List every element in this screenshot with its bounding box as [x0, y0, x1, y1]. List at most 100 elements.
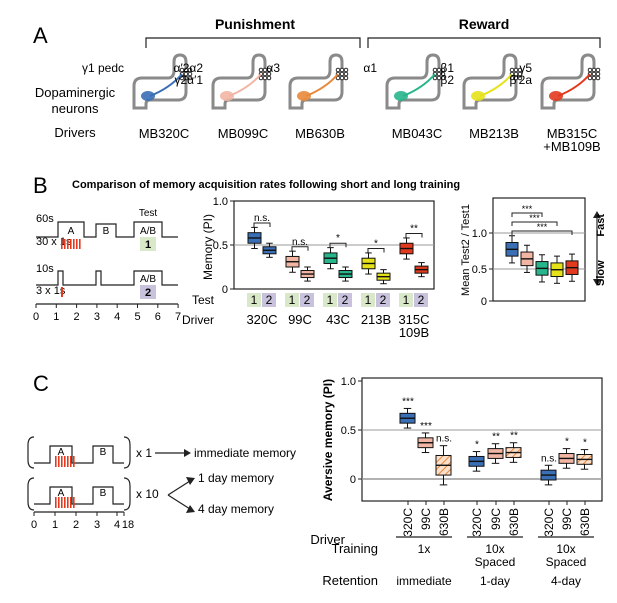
test2-badge — [140, 285, 156, 299]
neuron-panels: γ1 pedcMB320Cα′2α2γ2α′1MB099Cα3MB630Bα1M… — [82, 53, 601, 154]
aversive-sig: ** — [492, 432, 500, 443]
shock-pulse — [70, 456, 72, 467]
calyx-cell — [258, 67, 264, 73]
aversive-driver: 99C — [489, 508, 503, 530]
retention-value: immediate — [396, 574, 452, 588]
aversive-box — [468, 451, 485, 472]
protocol-c-tick: 4 — [114, 519, 120, 531]
memory-ylabel: Memory (PI) — [201, 214, 215, 280]
driver-name: MB320C — [139, 126, 190, 141]
calyx-cell — [187, 75, 193, 81]
memory-driver: 99C — [288, 312, 312, 327]
test-badge-2: 2 — [380, 293, 387, 307]
mushroom-body-outline — [211, 53, 267, 110]
neuron-label: γ2α′1 — [174, 73, 203, 87]
day4-memory-label: 4 day memory — [198, 502, 274, 516]
retention-label: Retention — [322, 573, 378, 588]
shock-pulse — [61, 239, 63, 249]
row-label-neurons: neurons — [52, 101, 99, 116]
memory-sig: ** — [410, 224, 418, 235]
shock-pulse — [58, 497, 60, 508]
row1-duration: 60s — [36, 213, 54, 225]
shock-pulse — [64, 456, 66, 467]
aversive-boxes: ******n.s.*****n.s.** — [399, 396, 593, 486]
memory-sig: * — [374, 239, 378, 250]
aversive-box — [558, 448, 575, 469]
aversive-box — [540, 464, 557, 486]
protocol-b-tick: 7 — [175, 311, 181, 323]
aversive-box — [417, 432, 434, 454]
calyx-cell — [440, 75, 446, 81]
protocol-b-tick: 4 — [114, 311, 120, 323]
shock-pulse — [61, 456, 63, 467]
aversive-ytick: 1.0 — [341, 376, 356, 388]
test-badge-1: 1 — [327, 293, 334, 307]
calyx-cell — [595, 71, 601, 77]
test2-number: 2 — [145, 287, 151, 299]
aversive-driver: 630B — [437, 508, 451, 536]
shock-pulse — [64, 497, 66, 508]
ratio-sig: *** — [537, 222, 548, 232]
training-label: Training — [332, 541, 378, 556]
aversive-sig: ** — [510, 431, 518, 442]
protocol-b-tick: 5 — [134, 311, 140, 323]
panel-b-title: Comparison of memory acquisition rates f… — [72, 179, 460, 191]
ratio-box — [565, 253, 579, 282]
training-value: Spaced — [475, 555, 516, 569]
protocol-c-tick: 0 — [31, 519, 37, 531]
row2-count: 3 x 1s — [36, 285, 66, 297]
ratio-ytick: 1.0 — [472, 228, 487, 240]
shock-pulse — [58, 456, 60, 467]
neuron-innervation — [297, 91, 311, 101]
ratio-ytick: 0.5 — [472, 264, 487, 276]
c-row1-a: A — [58, 447, 65, 458]
aversive-box — [487, 443, 504, 464]
protocol-c-tick: 1 — [52, 519, 58, 531]
aversive-sig: n.s. — [541, 453, 557, 464]
immediate-memory-label: immediate memory — [194, 446, 296, 460]
protocol-c-tick: 2 — [73, 519, 79, 531]
shock-pulse — [76, 239, 78, 249]
shock-pulse — [61, 497, 63, 508]
neuron-innervation — [141, 91, 155, 101]
shock-train-row1 — [61, 239, 81, 249]
ratio-chart: Mean Test2 / Test1 00.51.0 ********* Fas… — [460, 197, 607, 308]
memory-ytick: 0.5 — [213, 240, 228, 252]
row-label-dopaminergic: Dopaminergic — [35, 85, 116, 100]
aversive-sig: * — [565, 437, 569, 448]
aversive-driver: 320C — [542, 508, 556, 537]
ratio-ylabel: Mean Test2 / Test1 — [460, 204, 472, 296]
protocol-b-tick: 0 — [33, 311, 39, 323]
test-label-b: Test — [139, 208, 158, 219]
aversive-chart: Aversive memory (PI) 1.00.50 ******n.s.*… — [310, 376, 603, 588]
panel-c-letter: C — [33, 371, 49, 396]
calyx-cell — [343, 75, 349, 81]
aversive-ylabel: Aversive memory (PI) — [321, 379, 335, 501]
memory-ytick: 0 — [222, 284, 228, 296]
neuron-label: γ1 pedc — [82, 61, 124, 75]
aversive-box — [435, 445, 452, 486]
test-badge-1: 1 — [365, 293, 372, 307]
test-badge-1: 1 — [403, 293, 410, 307]
row1-count: 30 x 1s — [36, 236, 72, 248]
protocol-b-tick: 1 — [53, 311, 59, 323]
c-row1-b: B — [100, 447, 107, 458]
ratio-box — [505, 235, 519, 264]
shock-pulse — [67, 456, 69, 467]
calyx-cell — [262, 75, 268, 81]
training-value: 10x — [485, 542, 504, 556]
shock-row2 — [61, 287, 63, 297]
calyx-cell — [591, 71, 597, 77]
calyx-cell — [509, 67, 515, 73]
test-badge-2: 2 — [266, 293, 273, 307]
test-badge-1: 1 — [289, 293, 296, 307]
aversive-sig: *** — [420, 421, 432, 432]
memory-ytick: 1.0 — [213, 196, 228, 208]
calyx-cell — [587, 67, 593, 73]
memory-sig: n.s. — [292, 237, 308, 248]
slow-label: Slow — [595, 260, 607, 286]
test-badge-1: 1 — [251, 293, 258, 307]
